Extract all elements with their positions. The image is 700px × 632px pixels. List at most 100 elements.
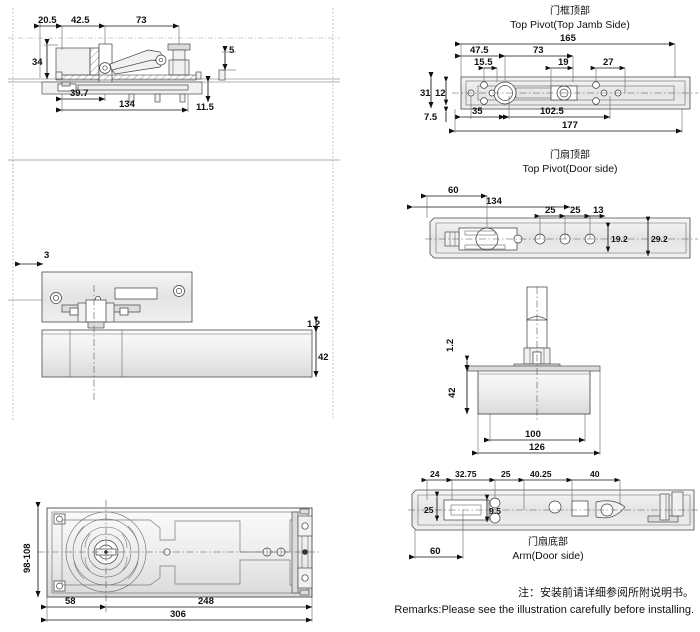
dim-label-60-arm: 60 (430, 546, 441, 557)
dim-label-42-right: 42 (447, 387, 458, 398)
cover-hole-right (173, 285, 185, 297)
dim-label-7-5: 7.5 (424, 112, 438, 123)
dim-label-42-5: 42.5 (71, 15, 90, 26)
end-tab-bottom (299, 589, 310, 596)
cover-hole-left-inner (53, 295, 59, 301)
dim-label-15-5: 15.5 (474, 57, 493, 68)
dim-label-1-2-right: 1.2 (445, 339, 456, 352)
note-cn: 注：安装前请详细参阅所附说明书。 (518, 585, 694, 599)
rail-slot (77, 84, 189, 91)
cover-hole-right-inner (176, 288, 182, 294)
dim-label-25-a: 25 (545, 205, 556, 216)
housing-hatch-block (89, 47, 100, 76)
dim-label-165: 165 (560, 33, 577, 44)
anchor-left (55, 71, 63, 80)
dim-label-25-vert: 25 (424, 505, 434, 515)
arm-end-block-2 (671, 491, 684, 517)
rail-detail-b (61, 81, 71, 87)
housing-line-bottom (464, 244, 506, 250)
arm-square-hole (571, 500, 589, 517)
base-hole-b (119, 307, 129, 316)
floor-box-lid (467, 365, 601, 372)
dim-label-42-left: 42 (318, 352, 329, 363)
cover-hole-left (50, 292, 62, 304)
housing-left-block (55, 47, 91, 76)
dim-label-134: 134 (119, 99, 136, 110)
corner-fix-bl-hole (56, 582, 63, 590)
end-bracket-strip (291, 511, 299, 594)
dim-label-3: 3 (44, 250, 49, 261)
floor-box-body (41, 329, 313, 378)
dim-label-248: 248 (198, 596, 214, 607)
corner-fix-tl (53, 513, 66, 525)
floor-plate-hatch (55, 74, 197, 81)
dim-label-40-25: 40.25 (530, 469, 552, 479)
caption-cn-door-top: 门扇顶部 (550, 148, 590, 161)
caption-en-door-top: Top Pivot(Door side) (522, 163, 617, 175)
dim-label-306: 306 (170, 609, 186, 620)
dim-label-34: 34 (32, 57, 43, 68)
dim-label-60: 60 (448, 185, 459, 196)
dim-label-134-right: 134 (486, 196, 503, 207)
dim-label-19-2: 19.2 (611, 234, 628, 244)
dim-label-126: 126 (529, 442, 545, 453)
dim-label-9-5: 9.5 (489, 506, 501, 516)
dim-label-20-5: 20.5 (38, 15, 57, 26)
dim-label-27: 27 (603, 57, 614, 68)
dim-label-40: 40 (590, 469, 600, 479)
dim-label-11-5: 11.5 (196, 102, 215, 113)
pivot-foot (87, 321, 105, 329)
view-top-left-side-section: 20.5 42.5 73 34 5 11.5 39.7 134 (8, 8, 340, 200)
pivot-circle (99, 62, 111, 74)
rail-screw-3 (179, 93, 186, 103)
note-en: Remarks:Please see the illustration care… (394, 604, 694, 616)
door-rail-inner (435, 222, 687, 254)
dim-label-25-b: 25 (570, 205, 581, 216)
dim-label-24: 24 (430, 469, 440, 479)
dim-label-39-7: 39.7 (70, 88, 89, 99)
arm-rail-inner (417, 494, 691, 526)
corner-fix-tl-hole (56, 515, 63, 523)
dim-label-19: 19 (558, 57, 569, 68)
corner-fix-bl (53, 580, 66, 592)
caption-en-arm: Arm(Door side) (512, 550, 583, 562)
pivot-center (102, 65, 108, 71)
view-top-right-top-pivot-jamb: 门框顶部 Top Pivot(Top Jamb Side) 165 (420, 4, 698, 134)
housing-line-top (464, 230, 496, 236)
view-bottom-left-plan: 98-108 58 248 306 (22, 500, 320, 623)
caption-cn-arm: 门扇底部 (528, 535, 568, 548)
view-bottom-right-arm: 24 32.75 25 40.25 40 25 9.5 60 门扇底部 Arm(… (408, 469, 698, 562)
dim-label-13: 13 (593, 205, 604, 216)
arm-joint-center (158, 57, 164, 63)
dim-label-32-75: 32.75 (455, 469, 477, 479)
floor-box-front (477, 369, 591, 415)
top-pivot-neck (172, 49, 186, 61)
arm-joint (155, 54, 167, 66)
base-hole-a (69, 307, 79, 316)
caption-cn-top-jamb: 门框顶部 (550, 4, 590, 17)
top-pivot-body (168, 59, 190, 76)
rail-screw-2 (154, 93, 161, 103)
end-tab-top (299, 508, 310, 515)
dim-label-35: 35 (472, 106, 483, 117)
pivot-shaft-mid (85, 299, 107, 323)
arm-hole-c (548, 500, 562, 514)
dim-label-31: 31 (420, 88, 431, 99)
dim-label-177: 177 (562, 120, 578, 131)
top-pivot-cap (167, 43, 191, 51)
dim-label-12: 12 (435, 88, 446, 99)
arm-hole-b (489, 512, 501, 524)
caption-en-top-jamb: Top Pivot(Top Jamb Side) (510, 19, 630, 31)
plan-inner-frame (51, 511, 309, 594)
dim-label-73: 73 (136, 15, 147, 26)
dim-label-29-2: 29.2 (651, 234, 668, 244)
end-block-top-hole (301, 522, 309, 530)
rotor-spokes (73, 525, 139, 580)
dim-label-73-right: 73 (533, 45, 544, 56)
arm-end-block (659, 493, 670, 521)
anchor-mid (195, 71, 202, 80)
dim-label-5: 5 (229, 45, 235, 56)
view-mid-right-top-pivot-door: 门扇顶部 Top Pivot(Door side) 60 134 25 25 1… (406, 148, 698, 259)
view-mid-left-floor-box: 3 1.2 42 (8, 159, 340, 420)
